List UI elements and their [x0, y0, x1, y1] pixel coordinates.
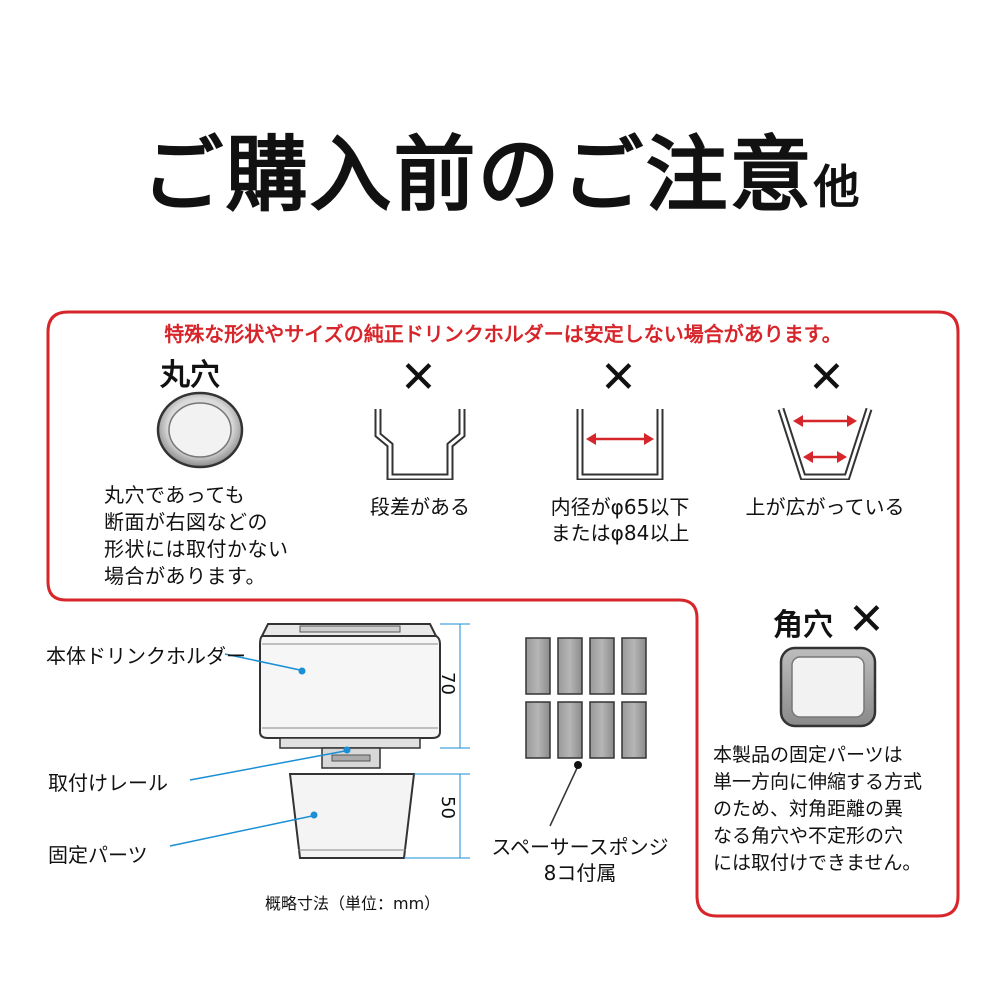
shape-caption-line: またはφ84以上: [550, 521, 690, 545]
title-main: ご購入前のご注意: [141, 128, 814, 223]
dimension-caption: 概略寸法（単位：mm）: [265, 894, 441, 913]
square-hole-heading: 角穴: [773, 608, 833, 643]
cross-icon: ✕: [600, 352, 637, 403]
shape-caption-line: 内径がφ65以下: [550, 495, 690, 519]
square-hole-note-line: 本製品の固定パーツは: [713, 744, 903, 766]
diameter-shape-icon: [576, 409, 664, 480]
sponge-label-line: 8コ付属: [543, 861, 617, 885]
sponge-label-line: スペーサースポンジ: [491, 835, 669, 859]
cross-icon: ✕: [400, 352, 437, 403]
stepped-shape-icon: [374, 409, 466, 480]
square-hole-note-line: なる角穴や不定形の穴: [713, 825, 904, 847]
frame-outline: [46, 310, 960, 918]
warning-text: 特殊な形状やサイズの純正ドリンクホルダーは安定しない場合があります。: [164, 322, 842, 346]
shape-caption: 内径がφ65以下 またはφ84以上: [520, 494, 720, 546]
sponge-diagram: [525, 637, 647, 827]
sponge-label: スペーサースポンジ 8コ付属: [480, 834, 680, 886]
cross-icon: ✕: [808, 352, 845, 403]
round-hole-icon: [156, 391, 244, 469]
round-hole-heading: 丸穴: [160, 358, 220, 393]
holder-label: 本体ドリンクホルダー: [46, 644, 246, 668]
square-hole-note-line: には取付けできません。: [713, 852, 922, 874]
shape-caption: 段差がある: [370, 495, 470, 519]
page-title: ご購入前のご注意他: [0, 108, 1001, 227]
widening-shape-icon: [777, 407, 873, 480]
round-hole-note-line: 場合があります。: [104, 564, 266, 588]
square-hole-note-line: のため、対角距離の異: [713, 798, 904, 820]
cross-icon: ✕: [848, 594, 885, 645]
square-hole-icon: [779, 646, 877, 728]
shape-caption: 上が広がっている: [745, 495, 905, 519]
square-hole-note-line: 単一方向に伸縮する方式: [713, 771, 923, 793]
round-hole-note: 丸穴であっても 断面が右図などの 形状には取付かない 場合があります。: [104, 482, 289, 590]
product-diagram: [169, 623, 470, 859]
square-hole-note: 本製品の固定パーツは 単一方向に伸縮する方式 のため、対角距離の異 なる角穴や不…: [713, 742, 922, 877]
round-hole-note-line: 形状には取付かない: [104, 537, 289, 561]
dimension-bottom: 50: [437, 796, 458, 819]
dimension-top: 70: [437, 672, 458, 695]
rail-label: 取付けレール: [48, 771, 168, 795]
round-hole-note-line: 断面が右図などの: [104, 510, 268, 534]
part-label: 固定パーツ: [48, 843, 148, 867]
round-hole-note-line: 丸穴であっても: [104, 483, 246, 507]
title-suffix: 他: [813, 160, 860, 214]
